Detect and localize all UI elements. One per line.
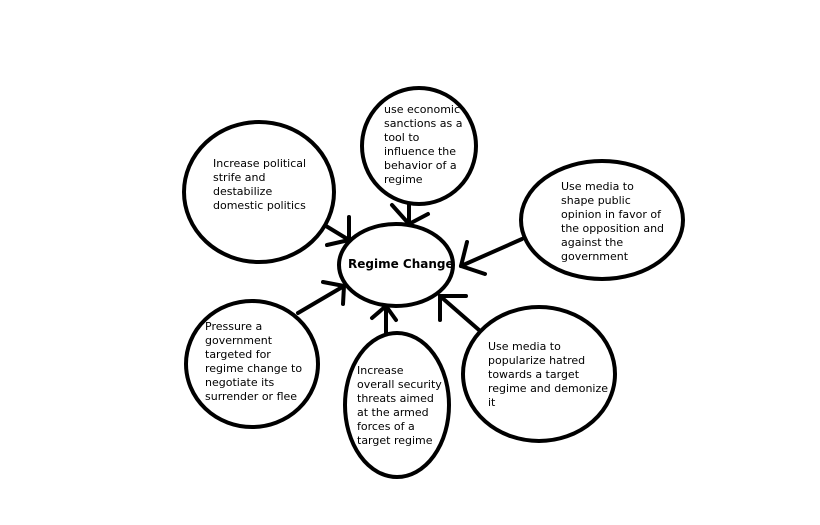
node-text-security-threats: Increase overall security threats aimed …	[357, 364, 442, 447]
node-shape-security-threats	[343, 331, 451, 479]
arrow-media-hatred	[438, 294, 481, 332]
node-shape-media-opinion	[519, 159, 685, 281]
arrow-media-opinion	[459, 237, 524, 276]
node-text-political-strife: Increase political strife and destabiliz…	[213, 157, 307, 212]
node-text-pressure-government: Pressure a government targeted for regim…	[205, 320, 303, 403]
center-node-label: Regime Change	[348, 257, 454, 271]
node-shape-economic-sanctions	[360, 86, 478, 206]
arrow-political-strife	[324, 215, 351, 247]
node-text-media-opinion: Use media to shape public opinion in fav…	[561, 180, 665, 263]
node-text-economic-sanctions: use economic sanctions as a tool to infl…	[384, 103, 463, 186]
node-text-media-hatred: Use media to popularize hatred towards a…	[488, 340, 609, 409]
arrow-pressure-government	[296, 280, 346, 315]
arrow-economic-sanctions	[390, 202, 430, 226]
node-shape-political-strife	[182, 120, 336, 264]
arrow-security-threats	[370, 304, 398, 335]
center-node-shape	[337, 222, 455, 308]
node-shape-pressure-government	[184, 299, 320, 429]
node-shape-media-hatred	[461, 305, 617, 443]
